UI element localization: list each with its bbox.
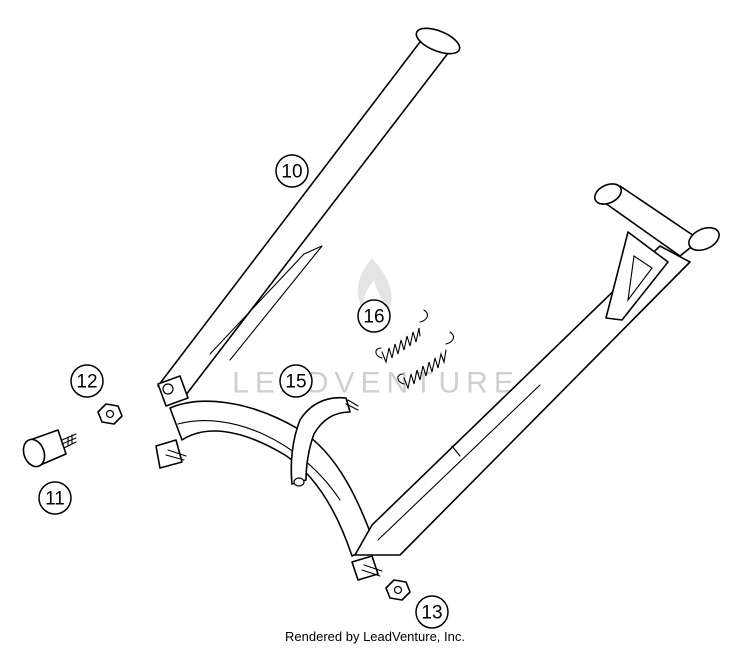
bracket-15-stud [345,399,359,411]
lower-arch-inner-line [177,420,341,501]
right-leg-end-cap [688,226,720,252]
triangular-bracket [605,231,669,321]
callout-label: 10 [281,162,302,183]
right-cross-tube-cap [593,183,623,205]
right-foot-lug [351,555,379,581]
left-foot-lug [155,439,183,469]
callout-16: 16 [357,299,391,333]
part-10-stand-frame [155,27,720,581]
callout-15: 15 [279,364,313,398]
callout-circle [70,364,104,398]
part-16-springs [375,309,455,390]
spring-lower-right-hook [445,331,455,345]
lower-arch-tube [169,400,376,557]
callout-label: 12 [76,372,97,393]
bracket-15-hole [293,477,305,487]
spring-lower-left-hook [397,373,405,385]
left-tube-end-cap [415,27,461,55]
spring-upper-coils [381,327,421,364]
render-credit: Rendered by LeadVenture, Inc. [285,629,465,644]
bumper-screw [61,433,77,449]
callout-10: 10 [275,154,309,188]
callout-circle [275,154,309,188]
callout-circle [415,595,449,629]
triangular-bracket-inner [627,255,653,303]
callout-12: 12 [70,364,104,398]
nut-12-hole [105,409,115,419]
part-12-nut [97,403,123,425]
spring-lower [397,331,455,390]
callout-13: 13 [415,595,449,629]
bumper-face [22,438,46,468]
callout-circle [38,481,72,515]
left-leg-gusset [209,245,323,361]
part-13-nut [385,579,411,601]
spring-hook-tab [451,445,461,457]
part-15-bracket [290,396,359,487]
part-11-rubber-bumper [22,429,77,468]
spring-upper-left-hook [375,347,383,359]
bracket-15-body [290,396,351,485]
spring-upper-right-hook [419,309,429,323]
callout-label: 15 [285,372,306,393]
nut-13-hole [393,585,403,595]
callout-11: 11 [38,481,72,515]
callout-label: 11 [45,489,65,510]
callout-circle [279,364,313,398]
callout-label: 13 [421,603,442,624]
callout-circle [357,299,391,333]
right-foot-stud [361,564,383,577]
left-leg-tube [157,41,453,401]
callouts: 10 11 12 13 15 16 [38,154,449,629]
watermark-text: LEADVENTURE [232,367,520,400]
callout-label: 16 [363,307,384,328]
left-foot-stud [165,449,187,461]
left-pivot-hole [162,383,174,395]
right-leg-inner-line [377,384,541,541]
right-leg-tube [354,245,691,556]
spring-lower-coils [403,349,447,390]
spring-upper [375,309,429,364]
